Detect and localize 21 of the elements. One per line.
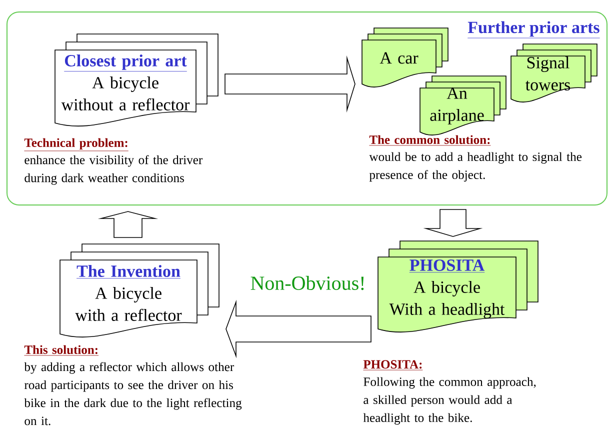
block-arrow	[98, 211, 158, 238]
block-arrow	[224, 55, 356, 113]
verdict-text: Non-Obvious!	[250, 276, 364, 290]
note-text: by adding a reflector which allows other road participants to see the driver on his bike in the dark due to the light reflecting on it.	[24, 362, 242, 426]
document-stack-drawing: PHOSITA A bicycle With a headlight	[378, 240, 538, 332]
section-heading: The common solution:	[369, 135, 491, 146]
note-text: would be to add a headlight to signal the presence of the object.	[369, 152, 582, 182]
group-heading: Further prior arts	[467, 21, 600, 38]
panel-frame	[6, 12, 608, 206]
note-text: enhance the visibility of the driver during dark weather conditions	[24, 155, 203, 185]
section-heading: PHOSITA:	[363, 360, 423, 370]
block-arrow	[423, 209, 483, 237]
document-stack-drawing: Signal towers	[510, 44, 598, 102]
document-stack-drawing: Closest prior art A bicycle without a reflector	[54, 34, 218, 126]
note-text: Following the common approach, a skilled person would add a headlight to the bike.	[363, 377, 536, 425]
document-stack-drawing: The Invention A bicycle with a reflector	[60, 244, 220, 338]
section-heading: This solution:	[24, 345, 99, 356]
block-arrow	[226, 300, 372, 358]
document-stack-drawing: An airplane	[420, 76, 506, 136]
section-heading: Technical problem:	[24, 138, 129, 152]
document-stack-drawing: A car	[362, 28, 448, 88]
